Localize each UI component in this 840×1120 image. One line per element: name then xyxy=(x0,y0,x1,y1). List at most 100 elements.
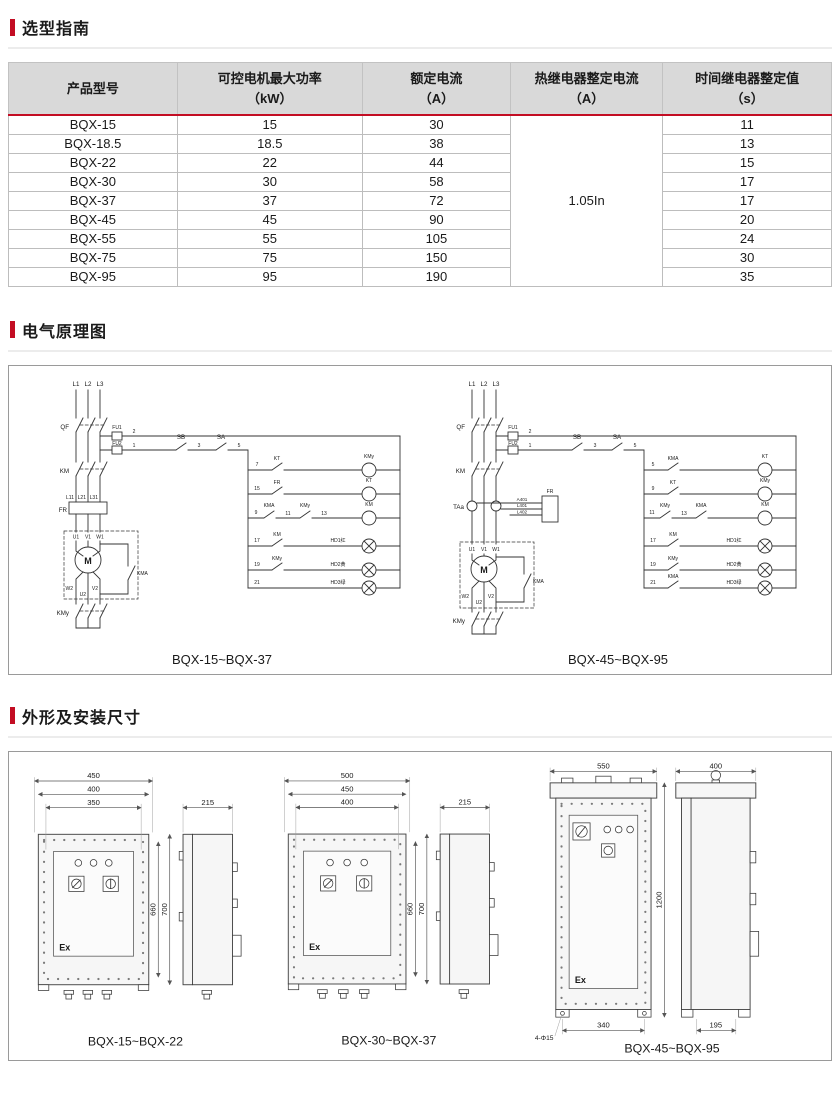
hinge xyxy=(178,850,184,860)
cell-model: BQX-15 xyxy=(8,114,178,135)
motor-terminal: V1 xyxy=(85,534,91,540)
mounting-foot xyxy=(681,1008,694,1018)
section-header-selection: 选型指南 xyxy=(8,8,832,49)
front-view: Ex xyxy=(37,833,150,999)
power-circuit xyxy=(63,389,139,628)
terminal-label: L31 xyxy=(90,495,99,501)
current-transformer xyxy=(490,500,502,511)
section-title-schematic: 电气原理图 xyxy=(22,323,108,341)
col-header-model: 产品型号 xyxy=(8,62,178,116)
schematic-diagram-small-models: L1 L2 L3 QF FU1 2 FU2 1 SB 3 SA 5 KM L11… xyxy=(57,381,401,667)
mounting-foot xyxy=(137,983,150,991)
control-circuit xyxy=(99,431,401,595)
thermal-fr-label: FR xyxy=(546,489,553,495)
motor-terminal: U1 xyxy=(73,534,80,540)
drawing-caption: BQX-15~BQX-22 xyxy=(88,1034,183,1048)
motor-letter: M xyxy=(480,565,488,575)
contact-label: KMA xyxy=(264,503,276,509)
fuse2-label: FU2 xyxy=(508,441,518,447)
lamp-label: HD1红 xyxy=(331,537,346,544)
mounting-foot xyxy=(738,1008,751,1018)
coil-label: KM xyxy=(366,502,374,508)
thermal-relay-symbol xyxy=(541,495,559,522)
push-button xyxy=(601,842,616,858)
motor-terminal: V2 xyxy=(92,586,98,592)
wire-number: 13 xyxy=(322,511,328,517)
coil-label: KMy xyxy=(364,454,375,460)
cell-model: BQX-55 xyxy=(8,228,178,249)
selection-table: 产品型号 可控电机最大功率（kW） 额定电流（A） 热继电器整定电流（A） 时间… xyxy=(8,62,832,287)
dim-text: 350 xyxy=(87,797,100,806)
coil-label: KT xyxy=(761,454,767,460)
contactor-km-label: KM xyxy=(455,468,464,475)
col-header-current: 额定电流（A） xyxy=(361,62,512,116)
latch xyxy=(489,861,495,871)
motor-enclosure-dashed xyxy=(459,541,535,608)
lamp-hd2-yellow xyxy=(361,562,377,577)
outline-drawing-bqx30-37: Ex xyxy=(284,771,499,1047)
junction-box xyxy=(489,933,499,956)
dim-text: 215 xyxy=(458,797,471,806)
motor-terminal: W1 xyxy=(97,534,105,540)
cell-model: BQX-18.5 xyxy=(8,133,178,154)
dim-text: 195 xyxy=(709,1020,722,1029)
latch xyxy=(489,897,495,908)
wire-number: 1 xyxy=(528,443,531,449)
power-circuit xyxy=(459,389,559,634)
latch xyxy=(232,861,238,872)
mounting-foot xyxy=(287,983,300,990)
motor-terminal: U2 xyxy=(475,600,482,606)
section-title-selection: 选型指南 xyxy=(22,21,91,38)
schematic-diagram-large-models: L1 L2 L3 QF FU1 2 FU2 1 SB 3 SA 5 KM TAa… xyxy=(452,381,797,667)
selector-sa-label: SA xyxy=(613,434,622,441)
dim-text: 550 xyxy=(597,761,610,770)
coil-label: KT xyxy=(366,478,372,484)
wire-number: 19 xyxy=(255,562,261,568)
contact-label: KMA xyxy=(667,574,679,580)
hinge xyxy=(435,910,441,921)
datasheet-page: 选型指南 产品型号 可控电机最大功率（kW） 额定电流（A） 热继电器整定电流（… xyxy=(8,8,832,1061)
lamp-label: HD3绿 xyxy=(726,579,741,586)
fuse1-label: FU1 xyxy=(113,425,123,431)
fuse2-label: FU2 xyxy=(113,441,123,447)
wire-number: 17 xyxy=(650,538,656,544)
dim-text: 215 xyxy=(201,797,214,806)
star-contactor-label: KMy xyxy=(57,610,70,617)
selection-table-head: 产品型号 可控电机最大功率（kW） 额定电流（A） 热继电器整定电流（A） 时间… xyxy=(8,62,832,116)
wire-tag: L401 xyxy=(517,503,528,508)
motor-terminal: W2 xyxy=(461,594,469,600)
latch xyxy=(232,898,238,908)
dim-text: 400 xyxy=(87,784,100,793)
wire-number: 13 xyxy=(681,511,687,517)
schematic-caption: BQX-45~BQX-95 xyxy=(568,652,668,667)
selector-switch xyxy=(68,875,85,892)
terminal-label: L21 xyxy=(78,495,87,501)
motor-letter: M xyxy=(85,556,93,566)
section-accent-bar xyxy=(10,707,15,724)
section-accent-bar xyxy=(10,18,15,36)
fuse-fu1-symbol xyxy=(507,431,519,440)
thermal-relay-symbol xyxy=(68,501,108,514)
indicator-lamp xyxy=(626,825,634,833)
contact-label: KMy xyxy=(300,503,311,509)
aux-contactor-label: KMA xyxy=(533,579,545,585)
lamp-hd1-red xyxy=(361,538,377,553)
breather xyxy=(710,769,721,780)
cell-model: BQX-95 xyxy=(8,266,178,287)
thermal-fr-label: FR xyxy=(59,507,68,514)
dimension-lines: 450 400 350 215 660 700 xyxy=(34,771,234,985)
dim-text: 340 xyxy=(597,1020,610,1029)
dimensions-panel: Ex xyxy=(8,750,832,1061)
indicator-lamp xyxy=(74,858,83,867)
star-contactor-label: KMy xyxy=(452,618,465,625)
cell-model: BQX-75 xyxy=(8,247,178,268)
wire-number: 5 xyxy=(651,462,654,468)
contact-label: KMy xyxy=(272,556,283,562)
dimension-lines: 550 400 1200 340 4-Φ15 195 xyxy=(535,761,757,1042)
dim-text: 660 xyxy=(148,903,157,916)
indicator-lamp xyxy=(326,858,334,866)
wire-number: 19 xyxy=(650,562,656,568)
motor-terminal: W1 xyxy=(492,547,500,553)
